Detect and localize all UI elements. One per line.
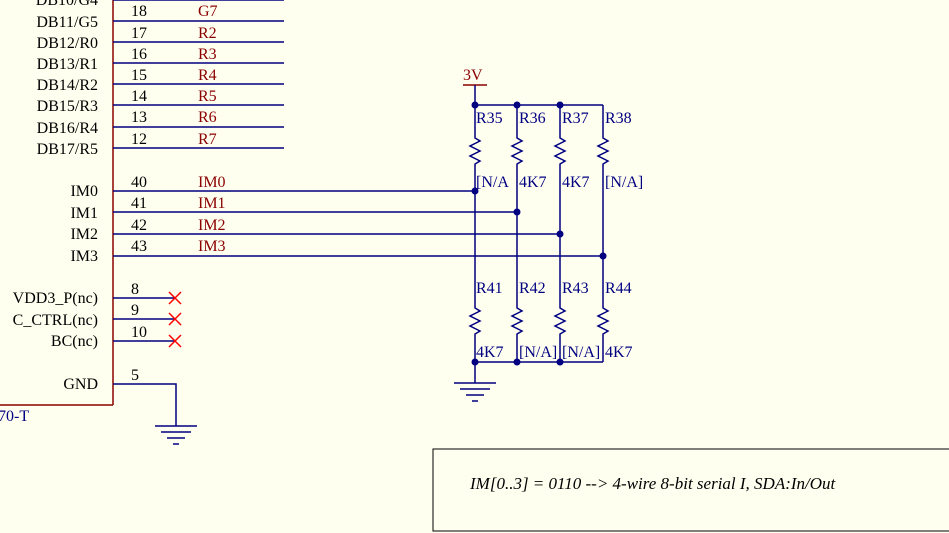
bottom-resistor-labels: R41 R42 R43 R44 4K7 [N/A] [N/A] 4K7 bbox=[476, 280, 633, 361]
resistor-designator: R38 bbox=[605, 110, 632, 127]
resistor-icon bbox=[510, 305, 524, 336]
resistor-zigzags bbox=[468, 135, 610, 336]
pin-name: GND bbox=[63, 376, 98, 393]
net-label: R7 bbox=[198, 131, 217, 148]
pin-name: DB17/R5 bbox=[37, 141, 98, 158]
pin-name: BC(nc) bbox=[51, 333, 98, 350]
resistor-icon bbox=[510, 135, 524, 166]
ic-pin-names: DB10/G4 DB11/G5 DB12/R0 DB13/R1 DB14/R2 … bbox=[13, 0, 98, 393]
pin-name: DB16/R4 bbox=[37, 120, 98, 137]
ground-icon bbox=[454, 382, 496, 402]
resistor-designator: R44 bbox=[605, 280, 632, 297]
net-label: R3 bbox=[198, 46, 217, 63]
pin-number: 5 bbox=[131, 367, 139, 384]
ground-icon bbox=[155, 425, 197, 445]
pin-name: DB11/G5 bbox=[36, 14, 98, 31]
pin-number: 17 bbox=[131, 25, 147, 42]
pin-number: 41 bbox=[131, 195, 147, 212]
pin-numbers: 18 17 16 15 14 13 12 40 41 42 43 8 9 10 … bbox=[131, 3, 147, 384]
pin-name: DB10/G4 bbox=[36, 0, 98, 9]
pin-number: 42 bbox=[131, 217, 147, 234]
resistor-designator: R36 bbox=[519, 110, 546, 127]
resistor-icon bbox=[468, 305, 482, 336]
pin-number: 40 bbox=[131, 174, 147, 191]
resistor-icon bbox=[468, 135, 482, 166]
net-labels: G7 R2 R3 R4 R5 R6 R7 IM0 IM1 IM2 IM3 bbox=[198, 3, 226, 255]
resistor-designator: R37 bbox=[562, 110, 589, 127]
note-box bbox=[432, 448, 949, 532]
note-text: IM[0..3] = 0110 --> 4-wire 8-bit serial … bbox=[469, 474, 837, 493]
pin-number: 10 bbox=[131, 324, 147, 341]
pin-name: DB15/R3 bbox=[37, 98, 98, 115]
top-resistor-labels: R35 R36 R37 R38 [N/A 4K7 4K7 [N/A] bbox=[476, 110, 643, 191]
resistor-value: 4K7 bbox=[476, 344, 504, 361]
pin-name: IM0 bbox=[70, 183, 98, 200]
net-label: R6 bbox=[198, 109, 217, 126]
pin-number: 43 bbox=[131, 238, 147, 255]
no-connect-x-icon bbox=[168, 312, 182, 326]
net-label: R4 bbox=[198, 67, 217, 84]
ic-designator: 70-T bbox=[0, 408, 29, 425]
pin-number: 15 bbox=[131, 67, 147, 84]
pin-number: 13 bbox=[131, 109, 147, 126]
power-label: 3V bbox=[463, 67, 483, 84]
net-label: IM0 bbox=[198, 174, 226, 191]
resistor-icon bbox=[596, 135, 610, 166]
no-connect-x-icon bbox=[168, 334, 182, 348]
pin-name: IM2 bbox=[70, 226, 98, 243]
pin-name: IM1 bbox=[70, 205, 98, 222]
pin-number: 18 bbox=[131, 3, 147, 20]
resistor-designator: R43 bbox=[562, 280, 589, 297]
no-connect-x-icon bbox=[168, 291, 182, 305]
resistor-value: [N/A] bbox=[562, 344, 600, 361]
net-label: IM2 bbox=[198, 217, 226, 234]
resistor-value: [N/A bbox=[476, 174, 509, 191]
net-label: IM3 bbox=[198, 238, 226, 255]
pin-number: 8 bbox=[131, 281, 139, 298]
pin-number: 9 bbox=[131, 302, 139, 319]
pin-name: DB14/R2 bbox=[37, 77, 98, 94]
pin-number: 16 bbox=[131, 46, 147, 63]
net-label: R5 bbox=[198, 88, 217, 105]
pin-name: DB13/R1 bbox=[37, 56, 98, 73]
resistor-value: [N/A] bbox=[519, 344, 557, 361]
junction-dots bbox=[471, 101, 607, 366]
pin-number: 14 bbox=[131, 88, 147, 105]
resistor-value: [N/A] bbox=[605, 174, 643, 191]
resistor-value: 4K7 bbox=[605, 344, 633, 361]
resistor-designator: R41 bbox=[476, 280, 503, 297]
resistor-designator: R42 bbox=[519, 280, 546, 297]
resistor-value: 4K7 bbox=[519, 174, 547, 191]
resistor-icon bbox=[553, 305, 567, 336]
resistor-icon bbox=[553, 135, 567, 166]
net-label: R2 bbox=[198, 25, 217, 42]
pin-name: IM3 bbox=[70, 248, 98, 265]
no-connect-markers bbox=[168, 291, 182, 348]
pin-number: 12 bbox=[131, 131, 147, 148]
pin-name: C_CTRL(nc) bbox=[13, 312, 98, 329]
pin-name: VDD3_P(nc) bbox=[13, 290, 98, 307]
pin-wires bbox=[113, 0, 603, 426]
net-label: G7 bbox=[198, 3, 218, 20]
resistor-value: 4K7 bbox=[562, 174, 590, 191]
resistor-designator: R35 bbox=[476, 110, 503, 127]
pin-name: DB12/R0 bbox=[37, 35, 98, 52]
net-label: IM1 bbox=[198, 195, 226, 212]
resistor-icon bbox=[596, 305, 610, 336]
